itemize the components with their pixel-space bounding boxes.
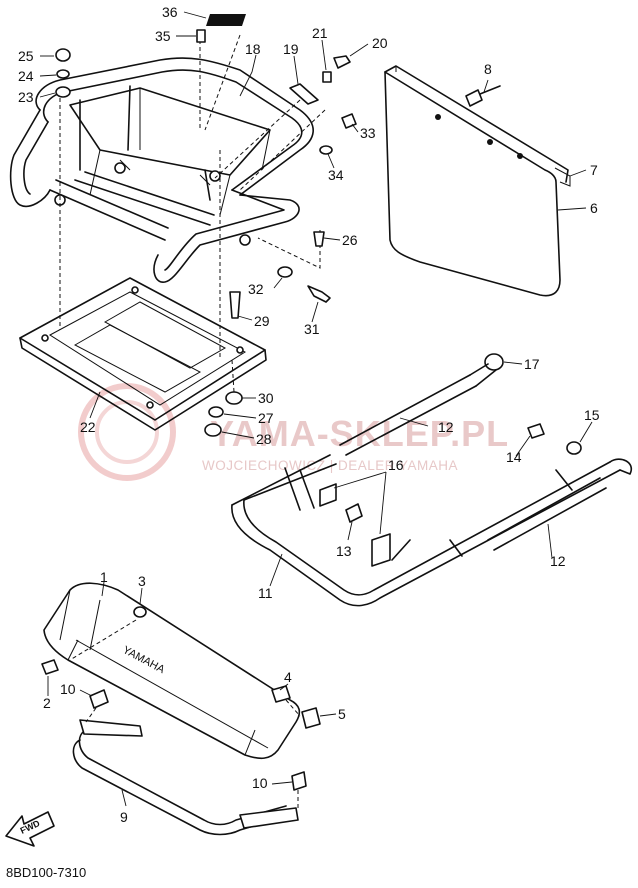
diagram-code: 8BD100-7310 [6,865,86,880]
callout-1: 1 [100,569,108,585]
bolt-10b [291,771,307,791]
rack-hardware [55,14,357,319]
callout-19: 19 [283,41,299,57]
callout-23: 23 [18,89,34,105]
callout-17: 17 [524,356,540,372]
callout-14: 14 [506,449,522,465]
label-plate-36 [206,14,246,26]
front-bumper: YAMAHA [41,582,321,760]
callout-10-right: 10 [252,775,268,791]
bolt-4 [271,685,291,703]
bracket-16a [319,483,337,507]
callout-27: 27 [258,410,274,426]
license-plate-assembly [384,65,571,297]
bolt-13 [345,503,363,523]
bumper-bracket [72,707,307,836]
watermark-logo-inner [95,400,159,464]
callout-9: 9 [120,809,128,825]
callout-26: 26 [342,232,358,248]
callout-15: 15 [584,407,600,423]
callout-11: 11 [258,585,273,601]
nut-3 [133,606,147,618]
skid-plate [19,150,267,437]
bolt-20 [333,55,351,69]
callout-31: 31 [304,321,320,337]
fwd-arrow-icon [5,811,55,847]
callout-33: 33 [360,125,376,141]
watermark: YAMA-SKLEP.PL WOJCIECHOWICZ | DEALER YAM… [78,383,509,481]
bracket-arm-right [239,807,299,829]
watermark-sub-text: WOJCIECHOWICZ | DEALER YAMAHA [202,458,458,473]
callout-18: 18 [245,41,261,57]
watermark-main-text: YAMA-SKLEP.PL [210,413,509,454]
collar-30 [225,391,243,405]
callout-10-left: 10 [60,681,76,697]
washer-34 [319,145,333,155]
callout-30: 30 [258,390,274,406]
bolt-26 [313,231,325,247]
callout-7: 7 [590,162,598,178]
rivet-35 [196,29,206,43]
license-plate-6 [384,71,561,297]
callout-32: 32 [248,281,264,297]
callout-25: 25 [18,48,34,64]
callout-34: 34 [328,167,344,183]
cap-17 [484,353,504,371]
nut-15 [566,441,582,455]
bracket-5 [301,707,321,729]
callout-labels: 36 35 18 19 21 20 25 24 23 8 33 7 34 6 2… [18,4,600,825]
damper-28 [204,423,222,437]
bolt-10a [89,689,109,709]
callout-21: 21 [312,25,328,41]
callout-12-bottom: 12 [550,553,566,569]
rear-bumper [231,353,633,607]
bracket-arm-left [79,719,143,737]
callout-8: 8 [484,61,492,77]
bolt-8 [465,89,483,107]
callout-6: 6 [590,200,598,216]
bolt-2 [41,659,59,675]
bumper-guard-1 [43,582,301,760]
callout-22: 22 [80,419,96,435]
callout-2: 2 [43,695,51,711]
callout-12-top: 12 [438,419,454,435]
callout-3: 3 [138,573,146,589]
bolt-14 [527,423,545,439]
callout-28: 28 [256,431,272,447]
callout-4: 4 [284,669,292,685]
callout-24: 24 [18,68,34,84]
nut-21 [322,71,332,83]
cap-25 [55,48,71,62]
callout-20: 20 [372,35,388,51]
bracket-19 [289,83,319,105]
washer-32 [277,266,293,278]
watermark-logo-ring [78,383,176,481]
callout-13: 13 [336,543,352,559]
callout-35: 35 [155,28,171,44]
callout-leaders [39,11,593,807]
bracket-16b [371,533,391,567]
callout-16: 16 [388,457,404,473]
bolt-31 [307,285,331,303]
callout-36: 36 [162,4,178,20]
callout-29: 29 [254,313,270,329]
collar-23 [55,86,71,98]
collar-27 [208,406,224,418]
fwd-arrow: FWD [5,811,55,847]
washer-24 [56,69,70,79]
callout-5: 5 [338,706,346,722]
bolt-29 [229,291,241,319]
rear-carrier-rack [9,34,326,330]
